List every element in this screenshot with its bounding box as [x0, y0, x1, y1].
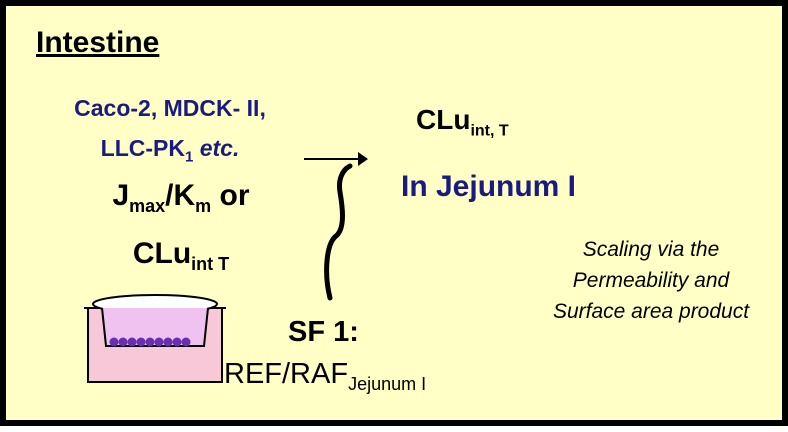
cell-lines-line2: LLC-PK1 etc.	[100, 135, 240, 166]
output-clu-label: CLuint, T	[416, 104, 509, 140]
jmax-km-line: Jmax/Km or	[112, 179, 250, 216]
scaling-factor-label: SF 1:	[288, 316, 359, 348]
cell-lines-label: Caco-2, MDCK- II, LLC-PK1 etc.	[40, 88, 300, 178]
cell-monolayer	[109, 337, 191, 347]
ref-raf-label: REF/RAFJejunum I	[224, 358, 427, 394]
transwell-icon	[84, 294, 226, 383]
title: Intestine	[36, 26, 160, 59]
region-label: In Jejunum I	[401, 170, 577, 203]
scaling-note: Scaling via the Permeability and Surface…	[552, 238, 750, 323]
zigzag-connector	[324, 163, 353, 301]
transfer-arrow	[304, 152, 368, 166]
cell-lines-line1: Caco-2, MDCK- II,	[74, 95, 266, 121]
diagram-graphics	[84, 152, 368, 383]
kinetics-label: Jmax/Km or CLuint T	[76, 172, 286, 288]
clu-int-line: CLuint T	[132, 237, 230, 274]
